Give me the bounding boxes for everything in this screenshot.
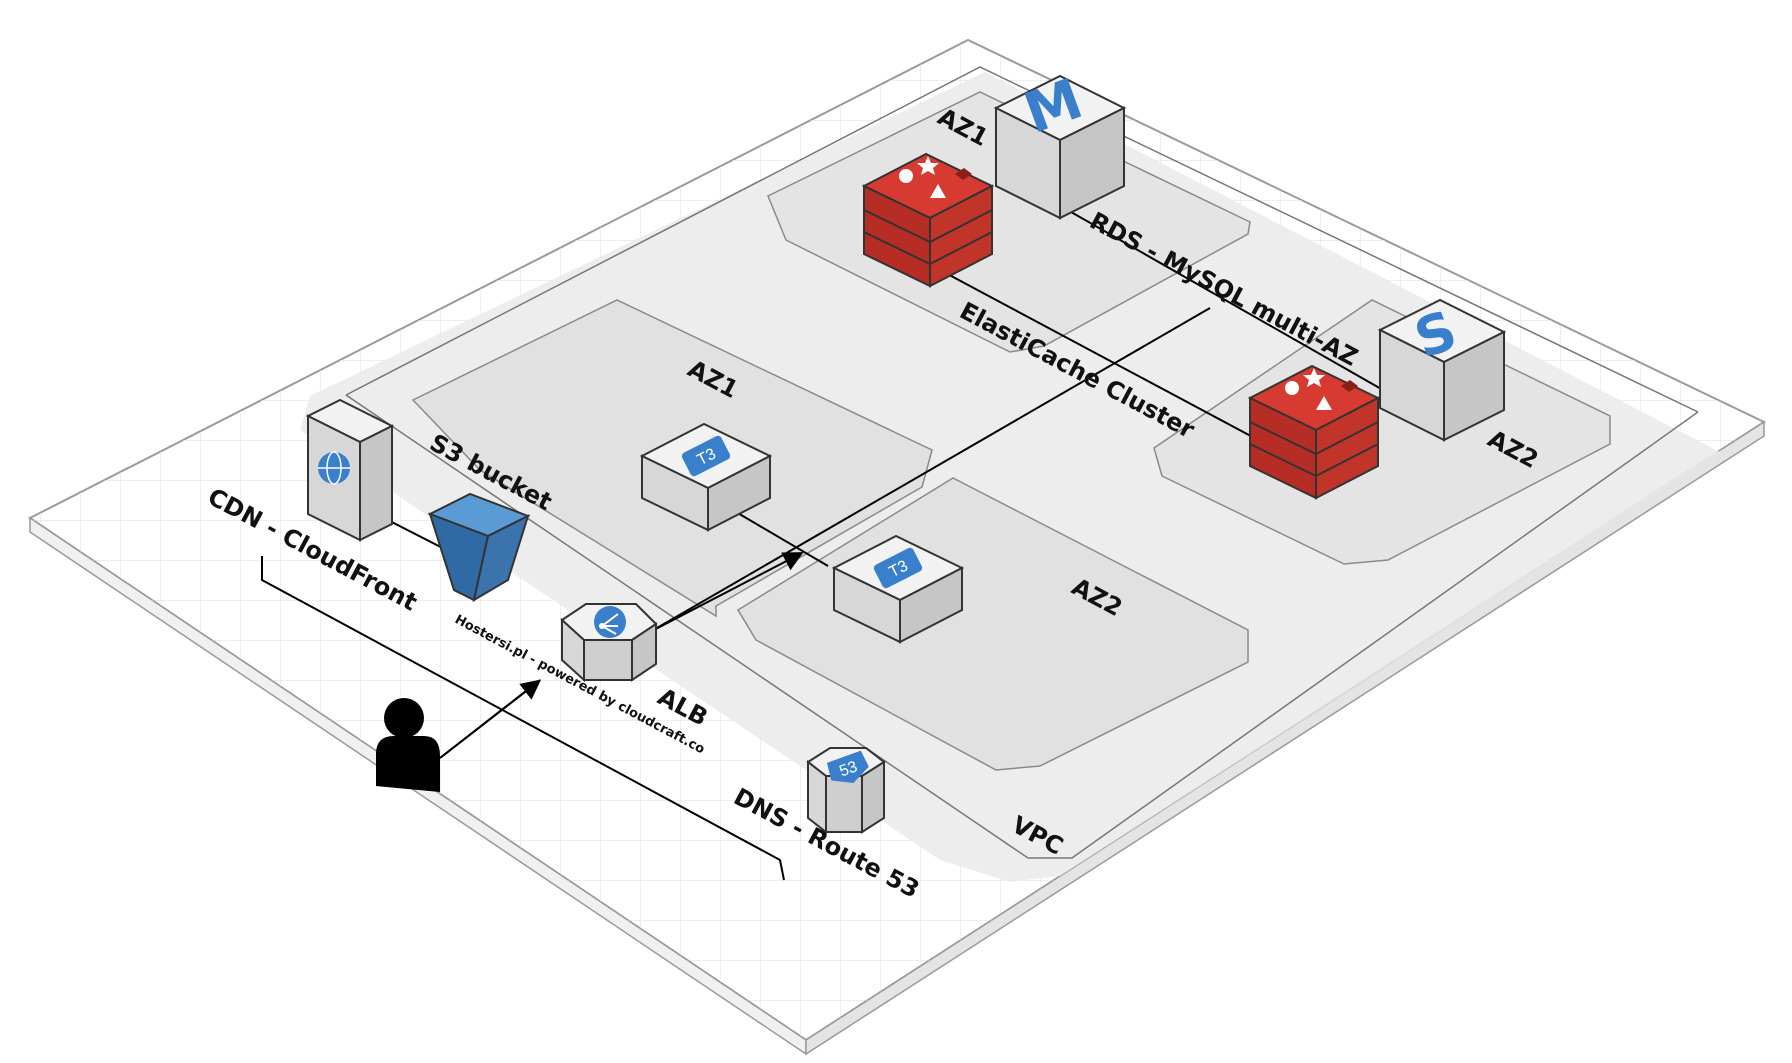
- connections: [261, 199, 1391, 881]
- redis-node-az1[interactable]: [861, 152, 995, 288]
- line-alb-to-rds: [649, 307, 1211, 633]
- s3-bucket-node[interactable]: [427, 492, 531, 603]
- ec2-instance-az2[interactable]: T3: [831, 534, 965, 644]
- route53-badge: 53: [837, 758, 860, 780]
- rds-master-node[interactable]: M: [993, 67, 1127, 220]
- redis-icon: [899, 156, 972, 198]
- vpc-zone: [300, 66, 1720, 882]
- globe-icon: [318, 451, 350, 485]
- line-rds-link: [1049, 199, 1391, 395]
- ec2-badge-2: T3: [887, 557, 911, 581]
- line-user-alb-arrow: [439, 679, 542, 759]
- route53-node[interactable]: 53: [806, 747, 886, 835]
- ec2-badge-1: T3: [695, 445, 719, 469]
- load-balancer-icon: [594, 606, 626, 638]
- cloudfront-node[interactable]: [305, 398, 395, 542]
- line-ec2-link: [735, 511, 829, 567]
- rds-slave-node[interactable]: S: [1377, 298, 1507, 442]
- line-redis-link: [939, 269, 1263, 443]
- line-cdn-to-dns: [261, 556, 785, 881]
- redis-node-az2[interactable]: [1247, 364, 1381, 500]
- alb-node[interactable]: [560, 603, 658, 683]
- line-alb-to-ec2: [649, 552, 804, 633]
- redis-icon: [1285, 368, 1358, 410]
- ec2-instance-az1[interactable]: T3: [639, 422, 773, 532]
- user-icon: [376, 698, 440, 792]
